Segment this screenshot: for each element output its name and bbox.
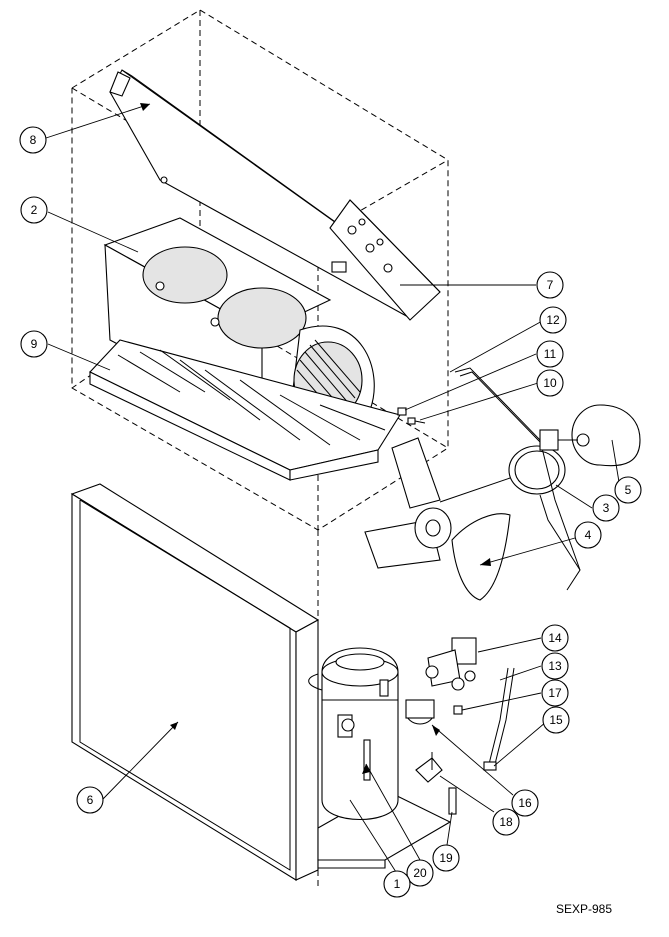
svg-text:19: 19: [439, 851, 453, 865]
callout-14: 14: [541, 624, 569, 652]
svg-text:12: 12: [546, 313, 560, 327]
svg-text:13: 13: [548, 659, 562, 673]
callout-9: 9: [20, 330, 48, 358]
fan-guard: [439, 367, 581, 591]
svg-text:9: 9: [31, 337, 38, 351]
svg-text:18: 18: [499, 815, 513, 829]
svg-text:15: 15: [549, 713, 563, 727]
svg-text:11: 11: [544, 347, 557, 361]
fan-blade: [364, 437, 511, 601]
callout-4: 4: [574, 521, 602, 549]
control-box: [329, 199, 441, 321]
callout-10: 10: [536, 369, 564, 397]
callout-15: 15: [542, 706, 570, 734]
blower-assembly: [103, 217, 375, 438]
sensor-wires: [483, 667, 515, 771]
callout-18: 18: [492, 808, 520, 836]
hardware: [397, 407, 426, 425]
svg-text:14: 14: [548, 631, 562, 645]
callout-20: 20: [406, 859, 434, 887]
filter-rack: [89, 339, 401, 481]
callout-2: 2: [20, 196, 48, 224]
callout-17: 17: [541, 679, 569, 707]
drawing-code: SEXP-985: [556, 902, 612, 916]
svg-text:4: 4: [585, 528, 592, 542]
callout-13: 13: [541, 652, 569, 680]
condenser-coil: [70, 483, 320, 881]
callout-19: 19: [432, 844, 460, 872]
svg-text:7: 7: [547, 278, 554, 292]
leader-lines: [45, 103, 621, 873]
callout-3: 3: [592, 494, 620, 522]
reversing-valve: [425, 637, 477, 691]
arrowheads: [140, 103, 491, 774]
callout-8: 8: [19, 126, 47, 154]
callout-12: 12: [539, 306, 567, 334]
svg-text:20: 20: [413, 866, 427, 880]
svg-text:3: 3: [603, 501, 610, 515]
svg-text:16: 16: [518, 796, 532, 810]
svg-text:2: 2: [31, 203, 38, 217]
svg-text:5: 5: [625, 483, 632, 497]
callout-6: 6: [76, 786, 104, 814]
callout-7: 7: [536, 271, 564, 299]
svg-text:8: 8: [30, 133, 37, 147]
compressor: [308, 647, 399, 821]
callout-1: 1: [383, 870, 411, 898]
callout-11: 11: [536, 340, 564, 368]
callout-5: 5: [614, 476, 642, 504]
callout-bubbles: 8 2 9 7 12 11 10 5 3 4 6 14 13 17 15 16 …: [19, 126, 642, 898]
callout-16: 16: [511, 789, 539, 817]
svg-text:6: 6: [87, 793, 94, 807]
filter-drier: [405, 699, 435, 725]
svg-text:17: 17: [548, 686, 562, 700]
svg-text:1: 1: [394, 877, 401, 891]
svg-text:10: 10: [543, 376, 557, 390]
service-valve: [415, 705, 463, 815]
